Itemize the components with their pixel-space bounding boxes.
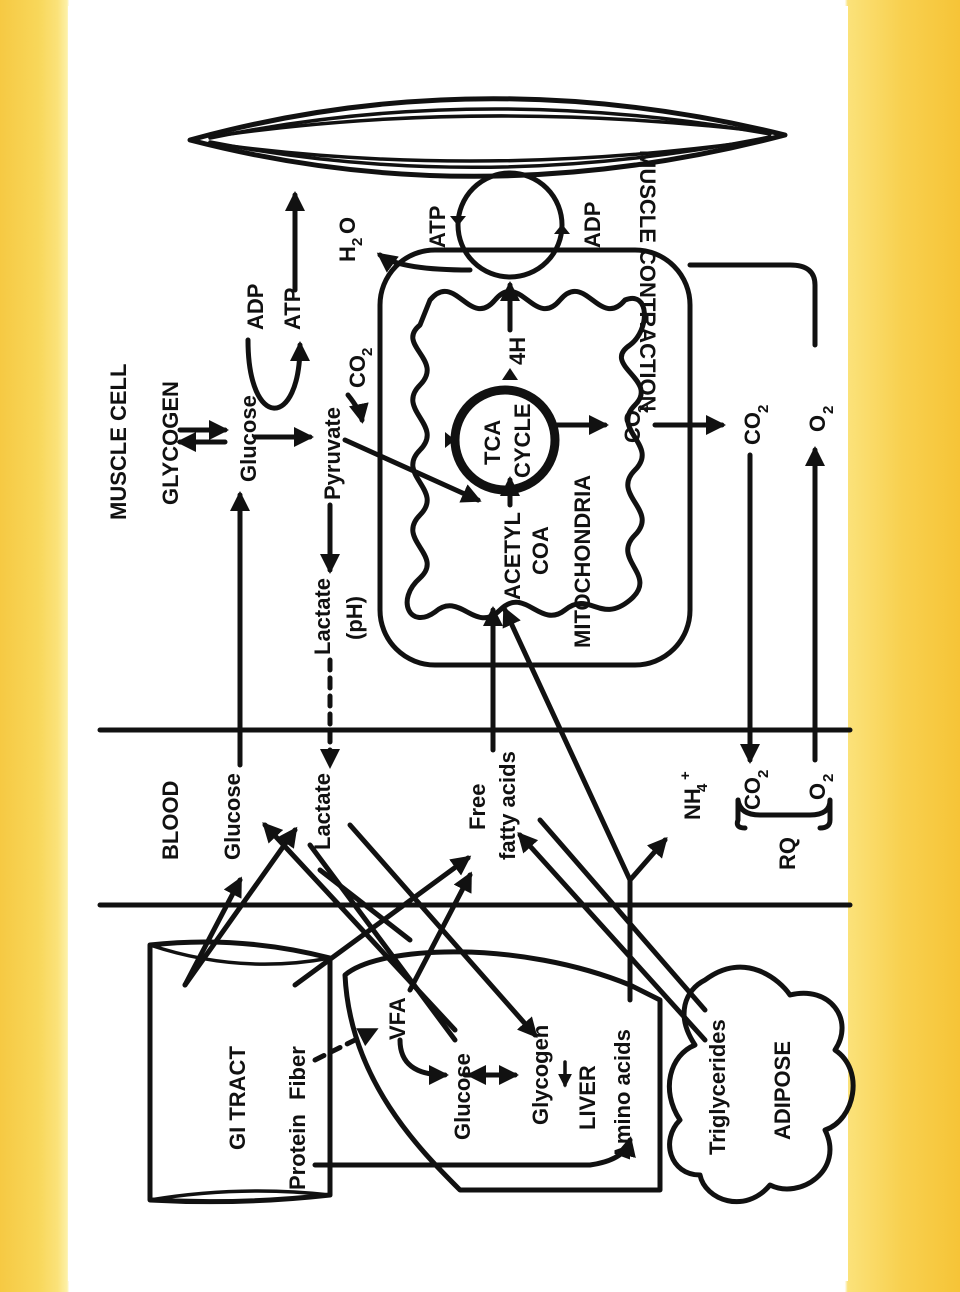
fatty-acids-label: fatty acids	[495, 751, 520, 860]
contraction-atp-label: ATP	[425, 206, 450, 248]
blood-co2-sub: 2	[755, 770, 772, 778]
muscle-contraction-label: MUSCLE CONTRACTION	[635, 150, 660, 412]
glycogen-label: GLYCOGEN	[158, 381, 183, 505]
flow-arrows	[176, 191, 825, 1168]
fiber-label: Fiber	[285, 1046, 310, 1100]
nh4-sub: 4	[694, 783, 711, 792]
adipose-label: ADIPOSE	[770, 1041, 795, 1140]
nh4-sup: +	[677, 771, 694, 780]
blood-label: BLOOD	[158, 781, 183, 860]
muscle-cell-label: MUSCLE CELL	[106, 364, 131, 520]
blood-lactate-label: Lactate	[310, 773, 335, 850]
4h-label: 4H	[505, 337, 530, 365]
adp-label: ADP	[243, 284, 268, 330]
cell-o2-sub: 2	[820, 406, 837, 414]
liver-label: LIVER	[575, 1065, 600, 1130]
vfa-label: VFA	[385, 997, 410, 1040]
free-label: Free	[465, 784, 490, 830]
h2o-o-label: O	[335, 217, 360, 234]
mitochondria-inner-membrane	[404, 289, 647, 621]
mitochondria-label: MITOCHONDRIA	[570, 475, 595, 648]
pyruvate-co2-label: CO	[345, 355, 370, 388]
liver-glycogen-label: Glycogen	[528, 1025, 553, 1125]
liver-glucose-label: Glucose	[450, 1053, 475, 1140]
nh4-label: NH	[680, 788, 705, 820]
blood-glucose-label: Glucose	[220, 773, 245, 860]
contraction-adp-label: ADP	[580, 202, 605, 248]
protein-label: Protein	[285, 1114, 310, 1190]
atp-label: ATP	[280, 288, 305, 330]
adipose-cloud	[666, 964, 856, 1205]
h2o-sub: 2	[349, 238, 366, 246]
tca-label: TCA	[480, 420, 505, 465]
blood-co2-label: CO	[740, 777, 765, 810]
cell-co2-sub: 2	[755, 405, 772, 413]
cell-co2-label: CO	[740, 412, 765, 445]
blood-o2-label: O	[805, 783, 830, 800]
cycle-arrowhead-right	[554, 224, 570, 234]
blood-o2-sub: 2	[820, 774, 837, 782]
h2o-h-label: H	[335, 246, 360, 262]
ph-label: (pH)	[342, 596, 367, 640]
muscle-glucose-label: Glucose	[236, 395, 261, 482]
rq-brace	[734, 797, 833, 831]
gi-tract-label: GI TRACT	[225, 1046, 250, 1150]
acetyl-label: ACETYL	[500, 512, 525, 600]
4h-arrowhead	[502, 368, 518, 380]
pyruvate-co2-sub: 2	[359, 348, 376, 356]
liver-shape	[342, 949, 663, 1193]
cell-o2-label: O	[805, 415, 830, 432]
pyruvate-label: Pyruvate	[320, 407, 345, 500]
muscle-lactate-label: Lactate	[310, 578, 335, 655]
cycle-arrowhead-left	[450, 216, 466, 226]
amino-acids-label: Amino acids	[610, 1029, 635, 1160]
coa-label: COA	[528, 526, 553, 575]
muscle-contraction-spindle	[187, 96, 788, 179]
mito-co2-label: CO	[620, 410, 645, 443]
mito-co2-sub: 2	[635, 405, 652, 413]
tca-arrowhead	[445, 432, 455, 448]
cycle-label: CYCLE	[510, 403, 535, 478]
triglycerides-label: Triglycerides	[705, 1019, 730, 1155]
rq-label: RQ	[775, 837, 800, 870]
